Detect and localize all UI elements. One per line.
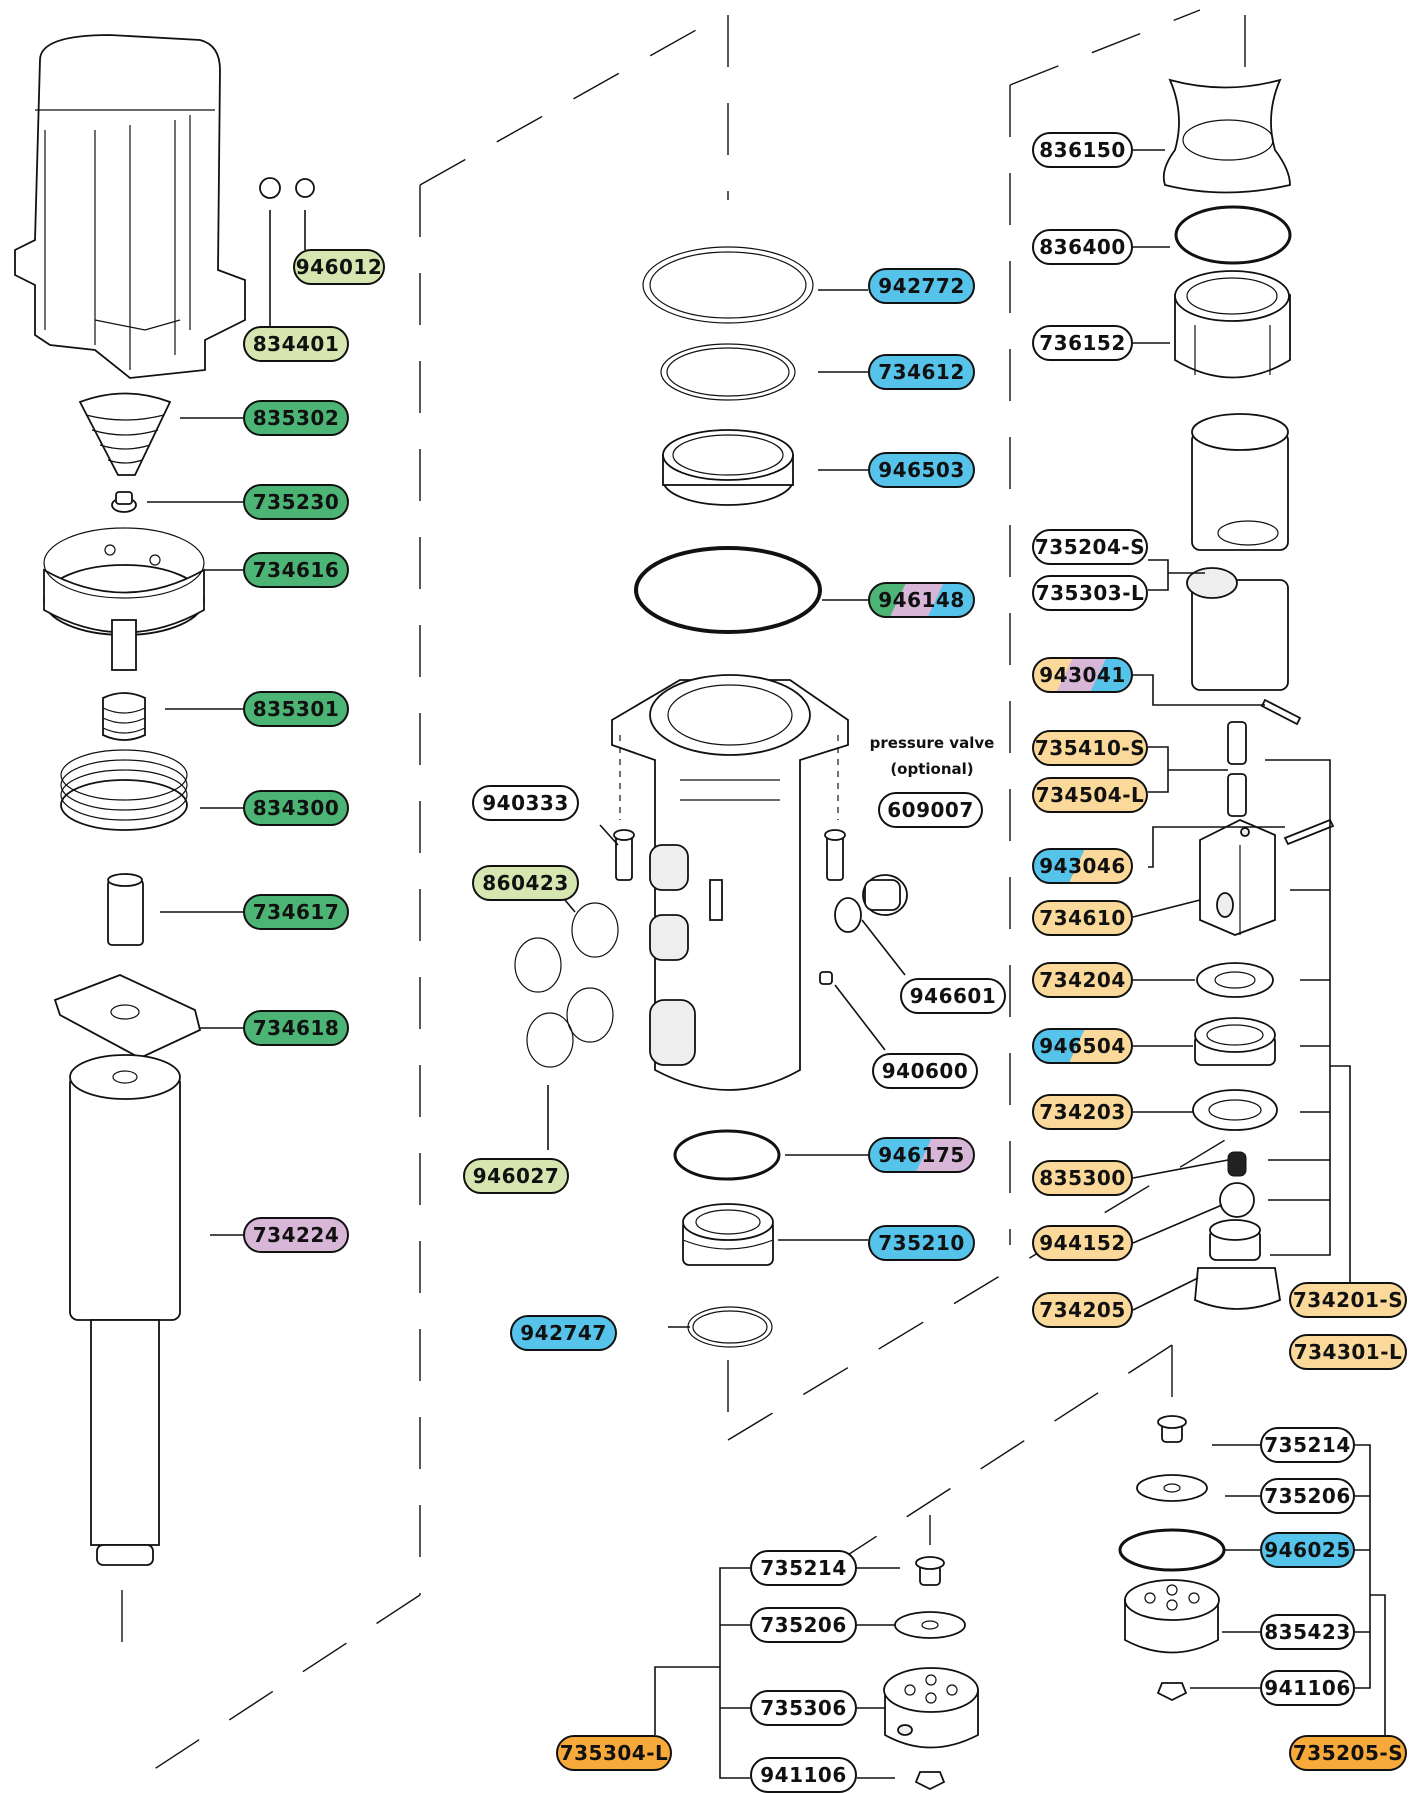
cylinder-liner-short-part xyxy=(1191,413,1289,551)
snap-ring-small-part xyxy=(687,1306,773,1348)
part-tag-834401[interactable]: 834401 xyxy=(243,326,349,362)
note-line-1: pressure valve xyxy=(869,734,995,752)
o-ring-set-part xyxy=(514,902,619,1068)
note-line-2: (optional) xyxy=(890,760,974,778)
part-tag-941106-s-kit[interactable]: 941106 xyxy=(1260,1670,1355,1706)
part-tag-734201-s[interactable]: 734201-S xyxy=(1289,1282,1407,1318)
part-tag-946175[interactable]: 946175 xyxy=(868,1137,975,1173)
clip-plate-part xyxy=(53,974,202,1060)
part-tag-735205-s[interactable]: 735205-S xyxy=(1289,1735,1407,1771)
part-tag-734205[interactable]: 734205 xyxy=(1032,1292,1133,1328)
part-tag-946601[interactable]: 946601 xyxy=(900,978,1006,1014)
part-tag-946012[interactable]: 946012 xyxy=(293,249,385,285)
part-tag-942772[interactable]: 942772 xyxy=(868,268,975,304)
assembly-guide-lines xyxy=(121,9,1246,1786)
part-tag-940333[interactable]: 940333 xyxy=(472,785,579,821)
part-tag-836400[interactable]: 836400 xyxy=(1032,229,1133,265)
part-tag-735210[interactable]: 735210 xyxy=(868,1225,975,1261)
bolt-left-part xyxy=(613,829,635,881)
part-tag-835423[interactable]: 835423 xyxy=(1260,1614,1355,1650)
part-tag-736152[interactable]: 736152 xyxy=(1032,325,1133,361)
part-tag-835301[interactable]: 835301 xyxy=(243,691,349,727)
part-tag-944152[interactable]: 944152 xyxy=(1032,1225,1133,1261)
part-tag-942747[interactable]: 942747 xyxy=(510,1315,617,1351)
part-tag-735206-l-kit[interactable]: 735206 xyxy=(750,1607,857,1643)
piston-part xyxy=(43,527,205,671)
part-tag-940600[interactable]: 940600 xyxy=(872,1053,978,1089)
wing-nut-part xyxy=(1162,78,1291,194)
part-tag-946027[interactable]: 946027 xyxy=(463,1158,569,1194)
foot-valve-assembly-s-part xyxy=(1118,1415,1226,1702)
part-tag-735204-s[interactable]: 735204-S xyxy=(1032,529,1148,565)
part-tag-860423[interactable]: 860423 xyxy=(472,865,579,901)
ring-part xyxy=(660,343,796,401)
cone-spring-part xyxy=(78,392,172,476)
pump-body-part xyxy=(611,674,849,1091)
washer-lower-part xyxy=(1192,1089,1278,1131)
o-ring-medium-part xyxy=(673,1129,781,1181)
part-tag-834300[interactable]: 834300 xyxy=(243,790,349,826)
part-tag-734203[interactable]: 734203 xyxy=(1032,1094,1133,1130)
snap-ring-part xyxy=(642,246,814,324)
cylinder-liner-long-part xyxy=(1186,567,1289,691)
part-tag-734204[interactable]: 734204 xyxy=(1032,962,1133,998)
part-tag-941106-l-kit[interactable]: 941106 xyxy=(750,1757,857,1793)
part-tag-734616[interactable]: 734616 xyxy=(243,552,349,588)
spring-small-part xyxy=(1227,1151,1247,1177)
long-pin-part xyxy=(1283,818,1335,846)
part-tag-734301-l[interactable]: 734301-L xyxy=(1289,1334,1407,1370)
part-tag-946148[interactable]: 946148 xyxy=(868,582,975,618)
part-tag-735303-l[interactable]: 735303-L xyxy=(1032,575,1148,611)
part-tag-735206-s-kit[interactable]: 735206 xyxy=(1260,1478,1355,1514)
washer-part xyxy=(1196,962,1274,998)
part-tag-946025[interactable]: 946025 xyxy=(1260,1532,1355,1568)
part-tag-943041[interactable]: 943041 xyxy=(1032,657,1133,693)
ball-part xyxy=(1219,1182,1255,1218)
part-tag-734504-l[interactable]: 734504-L xyxy=(1032,777,1148,813)
seal-part xyxy=(662,429,794,506)
part-tag-734617[interactable]: 734617 xyxy=(243,894,349,930)
valve-seat-part xyxy=(1194,1219,1281,1310)
part-tag-735304-l[interactable]: 735304-L xyxy=(556,1735,672,1771)
coil-spring-part xyxy=(60,749,188,831)
motor-cover-part xyxy=(14,34,315,379)
part-tag-735306[interactable]: 735306 xyxy=(750,1690,857,1726)
part-tag-734618[interactable]: 734618 xyxy=(243,1010,349,1046)
part-tag-946503[interactable]: 946503 xyxy=(868,452,975,488)
part-tag-735230[interactable]: 735230 xyxy=(243,484,349,520)
pressure-valve-note: pressure valve (optional) xyxy=(858,730,1006,782)
leader-lines xyxy=(147,149,1386,1779)
foot-valve-assembly-l-part xyxy=(883,1556,979,1791)
part-tag-835302[interactable]: 835302 xyxy=(243,400,349,436)
part-tag-734224[interactable]: 734224 xyxy=(243,1217,349,1253)
part-tag-836150[interactable]: 836150 xyxy=(1032,132,1133,168)
retaining-ring-part xyxy=(1174,205,1292,265)
sleeve-part xyxy=(107,873,144,946)
hex-nut-part xyxy=(1174,270,1291,379)
bolt-right-part xyxy=(824,829,846,881)
pressure-valve-fitting-part xyxy=(834,874,908,933)
valve-housing-part xyxy=(1199,819,1276,936)
cylinder-rod-part xyxy=(69,1054,181,1566)
pin-sleeve-part xyxy=(1227,721,1247,817)
grease-nipple-part xyxy=(819,971,833,985)
o-ring-large-part xyxy=(634,546,822,634)
packing-part xyxy=(682,1203,774,1266)
part-tag-609007[interactable]: 609007 xyxy=(878,792,983,828)
part-tag-734612[interactable]: 734612 xyxy=(868,354,975,390)
part-tag-735214-l-kit[interactable]: 735214 xyxy=(750,1550,857,1586)
part-tag-835300[interactable]: 835300 xyxy=(1032,1160,1133,1196)
seal-stack-part xyxy=(1194,1017,1276,1066)
part-tag-735410-s[interactable]: 735410-S xyxy=(1032,730,1148,766)
part-tag-734610[interactable]: 734610 xyxy=(1032,900,1133,936)
part-tag-943046[interactable]: 943046 xyxy=(1032,848,1133,884)
pin-long-part xyxy=(1260,698,1302,726)
part-tag-735214-s-kit[interactable]: 735214 xyxy=(1260,1427,1355,1463)
small-spring-part xyxy=(102,692,146,741)
part-tag-946504[interactable]: 946504 xyxy=(1032,1028,1133,1064)
valve-cap-part xyxy=(111,491,137,513)
